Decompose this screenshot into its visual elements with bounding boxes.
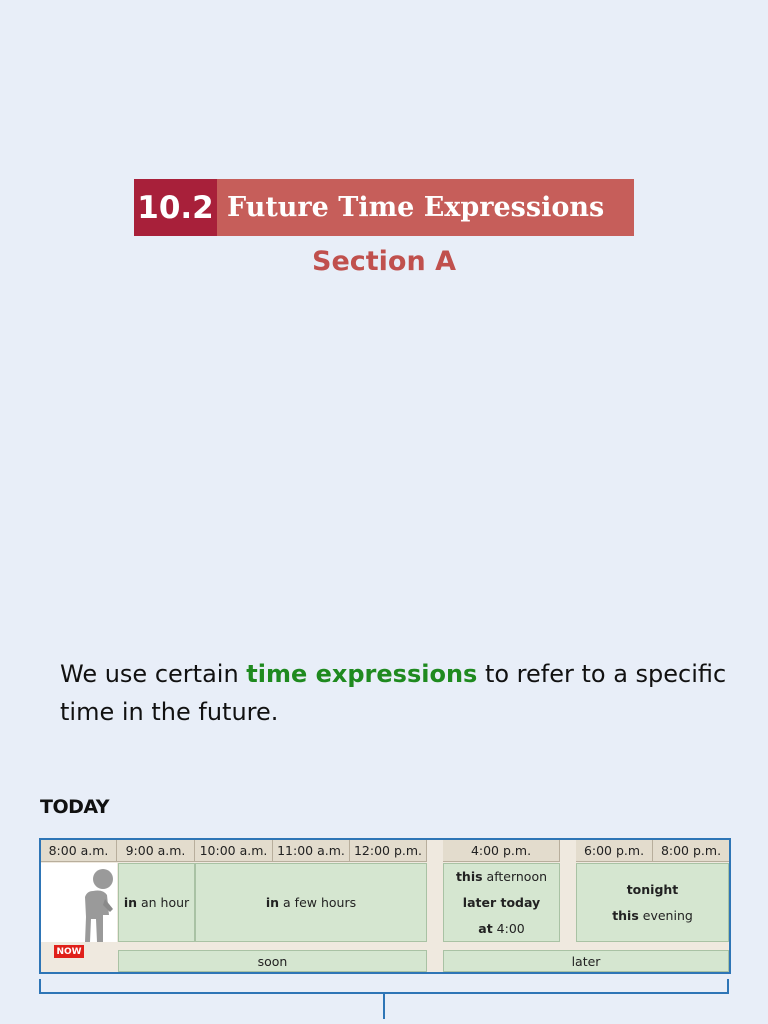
time-6pm: 6:00 p.m.: [576, 840, 653, 862]
now-badge: NOW: [54, 945, 84, 958]
time-11am: 11:00 a.m.: [273, 840, 350, 862]
bracket-icon: [39, 979, 729, 1019]
time-12pm: 12:00 p.m.: [350, 840, 427, 862]
section-label: Section A: [312, 246, 456, 277]
intro-paragraph: We use certain time expressions to refer…: [60, 655, 740, 731]
time-9am: 9:00 a.m.: [117, 840, 195, 862]
soon-cell: soon: [118, 950, 427, 972]
lesson-title: Future Time Expressions: [217, 179, 634, 236]
time-4pm: 4:00 p.m.: [443, 840, 560, 862]
today-label: TODAY: [40, 796, 110, 818]
time-8pm: 8:00 p.m.: [653, 840, 729, 862]
evening-cell: tonight this evening: [576, 863, 729, 942]
in-a-few-hours-cell: in a few hours: [195, 863, 427, 942]
walking-person-icon: [85, 869, 113, 942]
lesson-number: 10.2: [134, 179, 217, 236]
intro-text-before: We use certain: [60, 660, 247, 688]
in-an-hour-cell: in an hour: [118, 863, 195, 942]
time-10am: 10:00 a.m.: [195, 840, 273, 862]
lesson-title-bar: 10.2 Future Time Expressions: [134, 179, 634, 236]
now-person: NOW: [41, 863, 117, 958]
intro-highlight: time expressions: [246, 660, 478, 688]
time-8am: 8:00 a.m.: [41, 840, 117, 862]
intro-text-after: to refer to a specific time in the futur…: [60, 660, 727, 726]
later-cell: later: [443, 950, 729, 972]
afternoon-cell: this afternoon later today at 4:00: [443, 863, 560, 942]
timeline-chart: 8:00 a.m. 9:00 a.m. 10:00 a.m. 11:00 a.m…: [39, 838, 731, 974]
